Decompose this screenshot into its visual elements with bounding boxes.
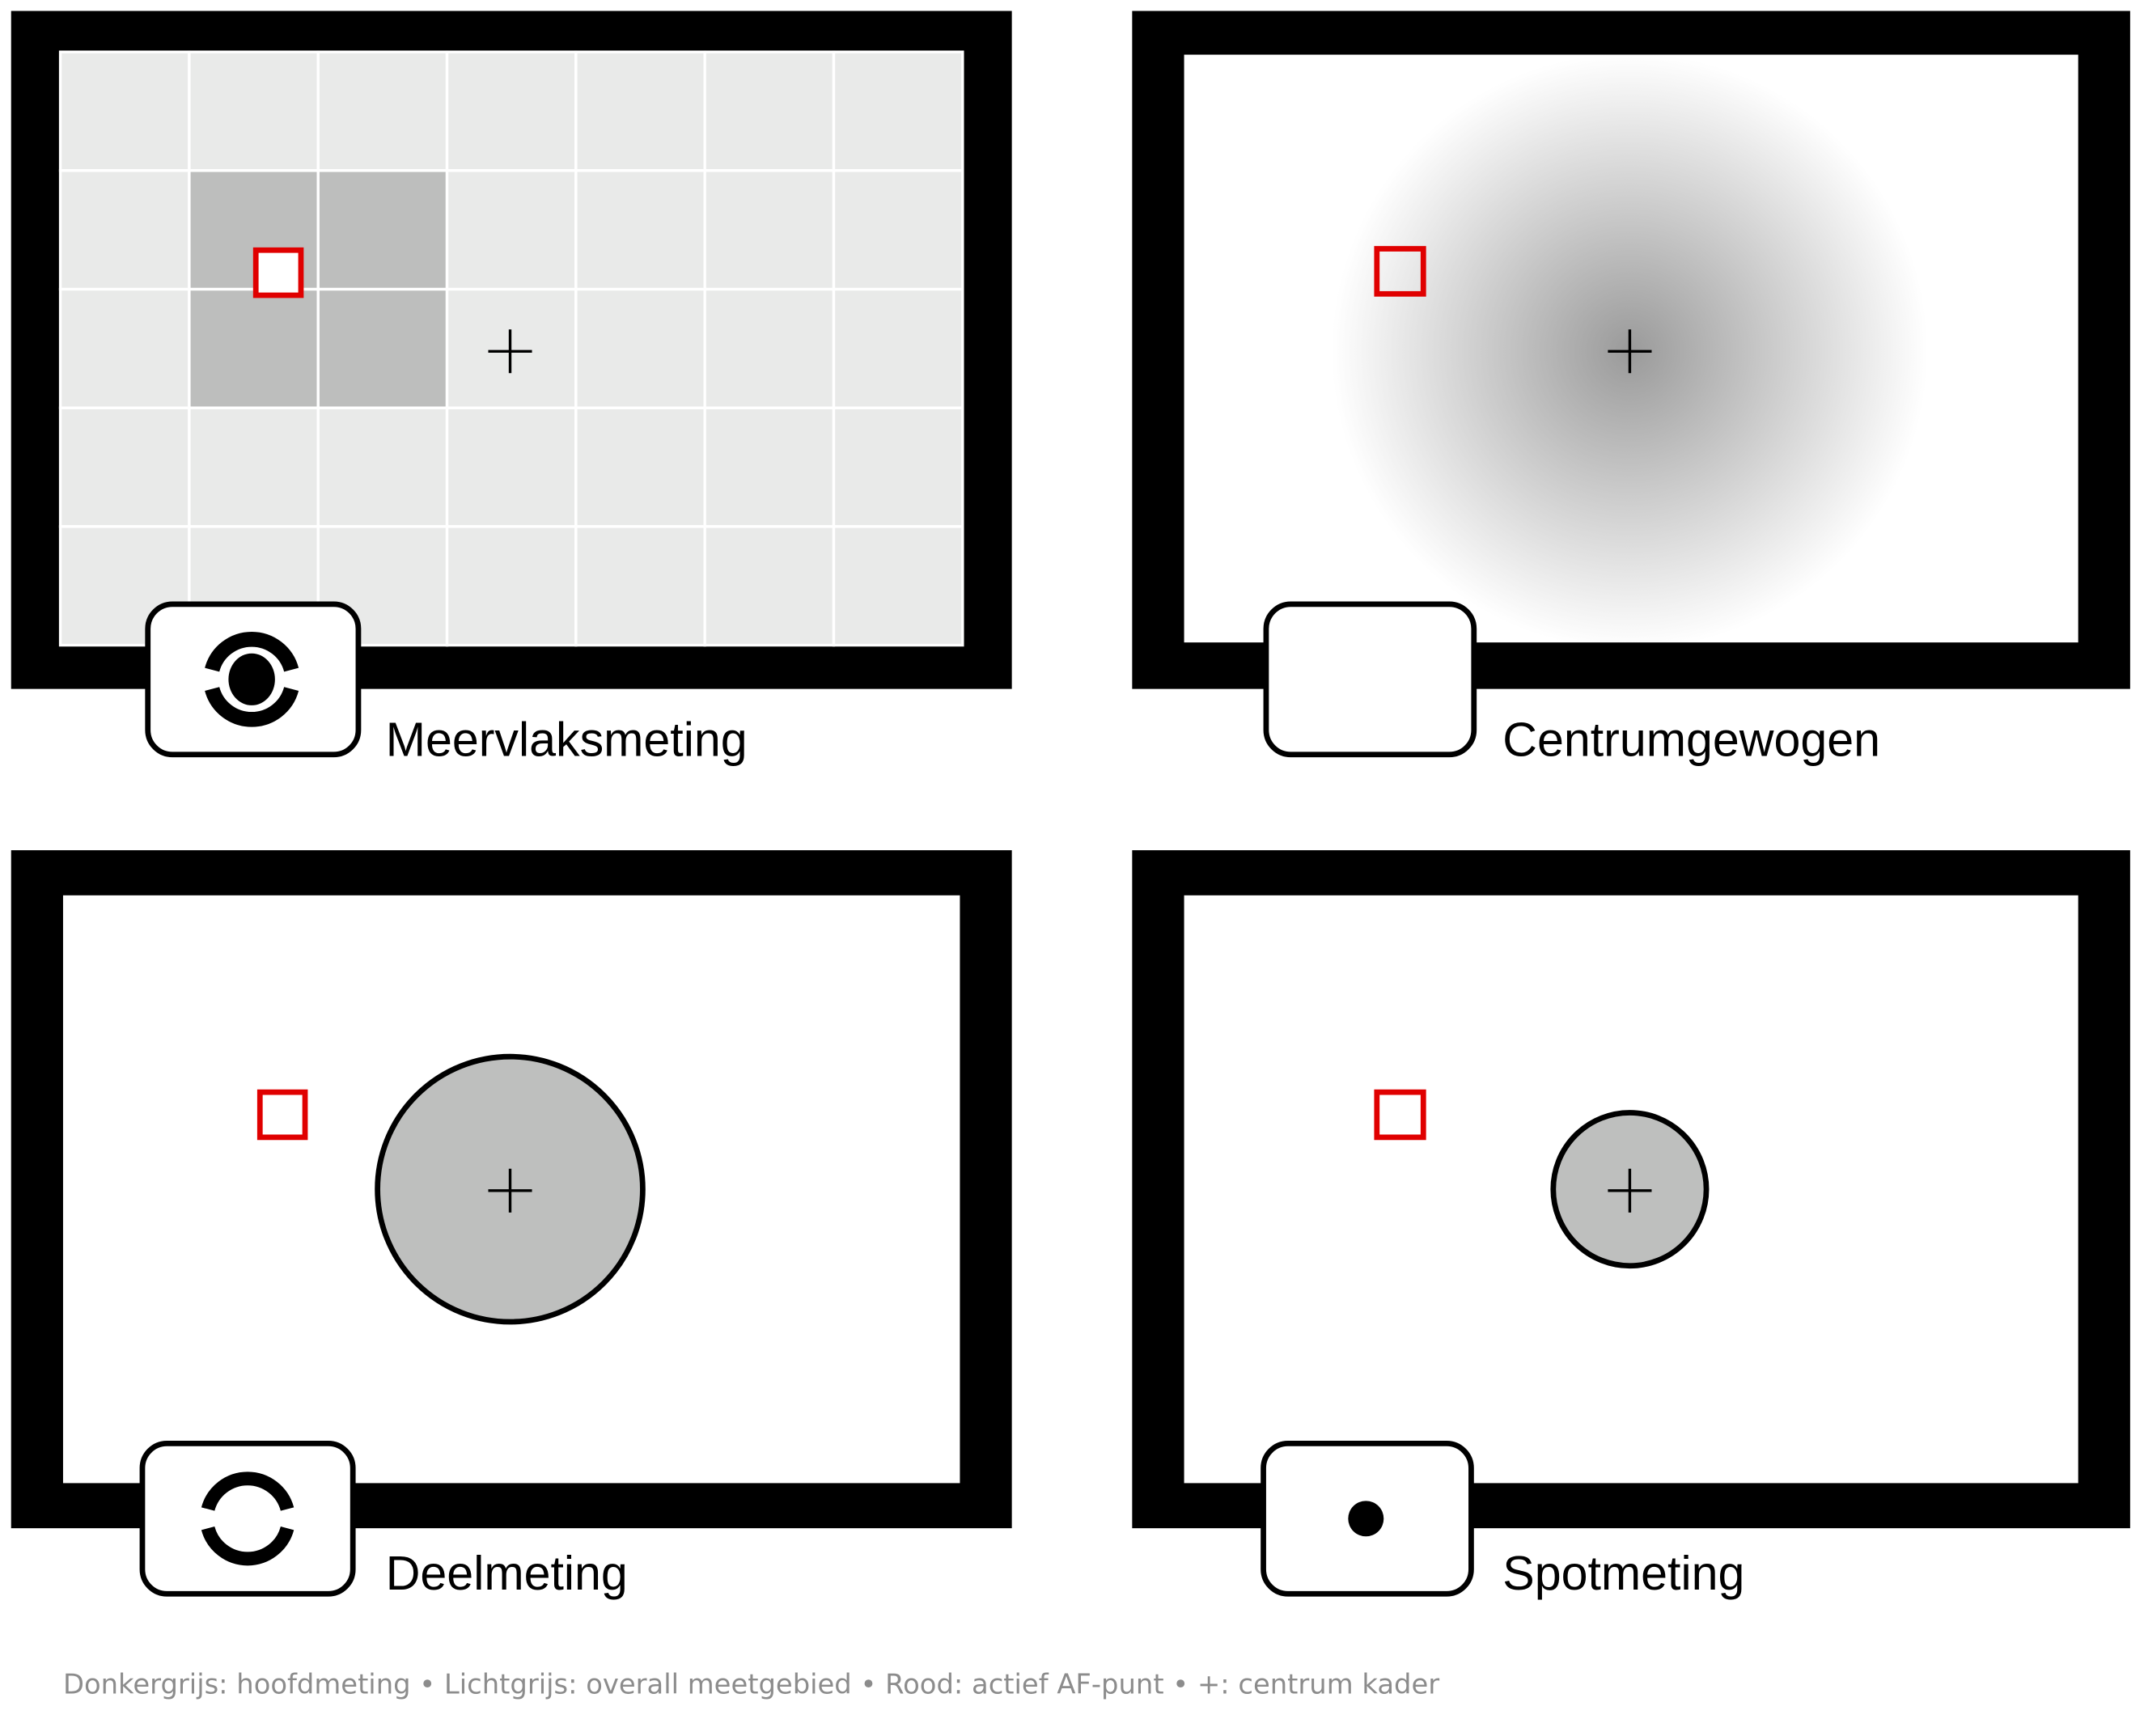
grid-cell (316, 406, 449, 528)
mode-label: Centrumgewogen (1502, 712, 1880, 766)
grid-cell (574, 525, 706, 647)
grid-cell (703, 525, 836, 647)
center-crosshair-icon (488, 1168, 532, 1213)
af-point (1374, 1089, 1426, 1141)
grid-cell-primary (188, 287, 320, 409)
grid-cell (703, 50, 836, 172)
legend-text: Donkergrijs: hoofdmeting • Lichtgrijs: o… (63, 1669, 1439, 1700)
weighted-area (1184, 54, 2078, 643)
grid-cell (58, 287, 191, 409)
grid-cell (832, 525, 964, 647)
mode-icon-box (139, 1441, 356, 1597)
mode-icon-box (1263, 601, 1477, 758)
panel-center-weighted: Centrumgewogen (1132, 11, 2130, 766)
metering-grid (58, 50, 964, 647)
center-crosshair-icon (1608, 1168, 1652, 1213)
af-point (256, 1089, 308, 1141)
grid-cell (832, 287, 964, 409)
matrix-metering-icon (205, 632, 299, 727)
panel-spot-metering: Spotmeting (1132, 850, 2130, 1600)
grid-cell (188, 50, 320, 172)
grid-cell (445, 169, 578, 291)
spot-metering-icon (1348, 1501, 1384, 1537)
grid-cell (445, 50, 578, 172)
grid-cell (445, 525, 578, 647)
grid-cell (703, 406, 836, 528)
grid-cell (832, 169, 964, 291)
grid-cell (832, 50, 964, 172)
af-point (252, 247, 304, 299)
panel-matrix-metering: Meervlaksmeting (11, 11, 1012, 766)
grid-cell (445, 406, 578, 528)
grid-cell (316, 50, 449, 172)
mode-label: Deelmeting (386, 1546, 628, 1600)
grid-cell-primary (316, 169, 449, 291)
grid-cell (58, 50, 191, 172)
center-crosshair-icon (1608, 329, 1652, 374)
partial-metering-icon (201, 1471, 294, 1566)
grid-cell (58, 406, 191, 528)
grid-cell (574, 406, 706, 528)
af-point (1374, 246, 1426, 297)
mode-label: Meervlaksmeting (386, 712, 748, 766)
grid-cell (703, 287, 836, 409)
grid-cell (188, 406, 320, 528)
grid-cell (832, 406, 964, 528)
grid-cell (58, 169, 191, 291)
center-crosshair-icon (488, 329, 532, 374)
grid-cell (703, 169, 836, 291)
grid-cell (574, 50, 706, 172)
grid-cell (574, 287, 706, 409)
grid-cell-primary (316, 287, 449, 409)
grid-cell (574, 169, 706, 291)
mode-label: Spotmeting (1502, 1546, 1744, 1600)
panel-partial-metering: Deelmeting (11, 850, 1012, 1600)
